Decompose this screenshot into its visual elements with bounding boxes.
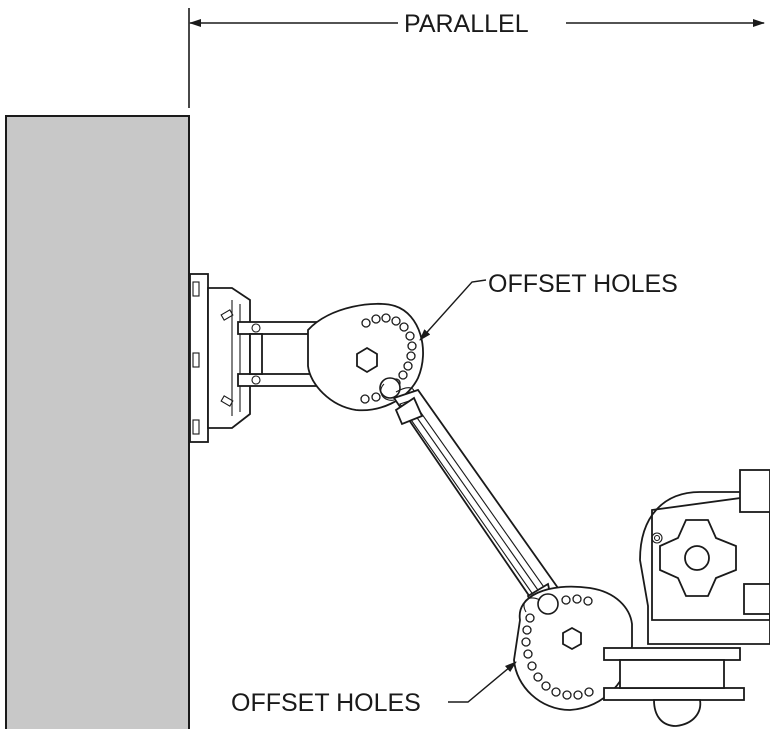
arm-clamp-top — [394, 396, 424, 426]
lower-offset-hole-ring — [521, 594, 594, 700]
extension-arm — [392, 388, 560, 612]
upper-pin-knob — [379, 377, 401, 399]
head-knob — [653, 699, 702, 727]
head-clamp-top — [739, 469, 770, 513]
offset-holes-bottom-label: OFFSET HOLES — [231, 689, 421, 717]
wall-bracket — [189, 273, 339, 443]
offset-holes-top-callout: OFFSET HOLES — [419, 270, 678, 341]
parallel-dimension: PARALLEL — [188, 8, 765, 108]
wall — [5, 115, 190, 729]
upper-pivot-plate — [307, 302, 424, 412]
parallel-label: PARALLEL — [404, 10, 529, 38]
offset-holes-top-label: OFFSET HOLES — [488, 270, 678, 298]
head-bracket — [603, 469, 770, 727]
lower-pin-knob — [537, 593, 559, 615]
pivot-bolt — [356, 346, 378, 374]
lower-pivot-bolt — [562, 626, 582, 651]
offset-holes-bottom-callout: OFFSET HOLES — [231, 661, 517, 717]
lower-pivot-plate — [513, 585, 633, 711]
